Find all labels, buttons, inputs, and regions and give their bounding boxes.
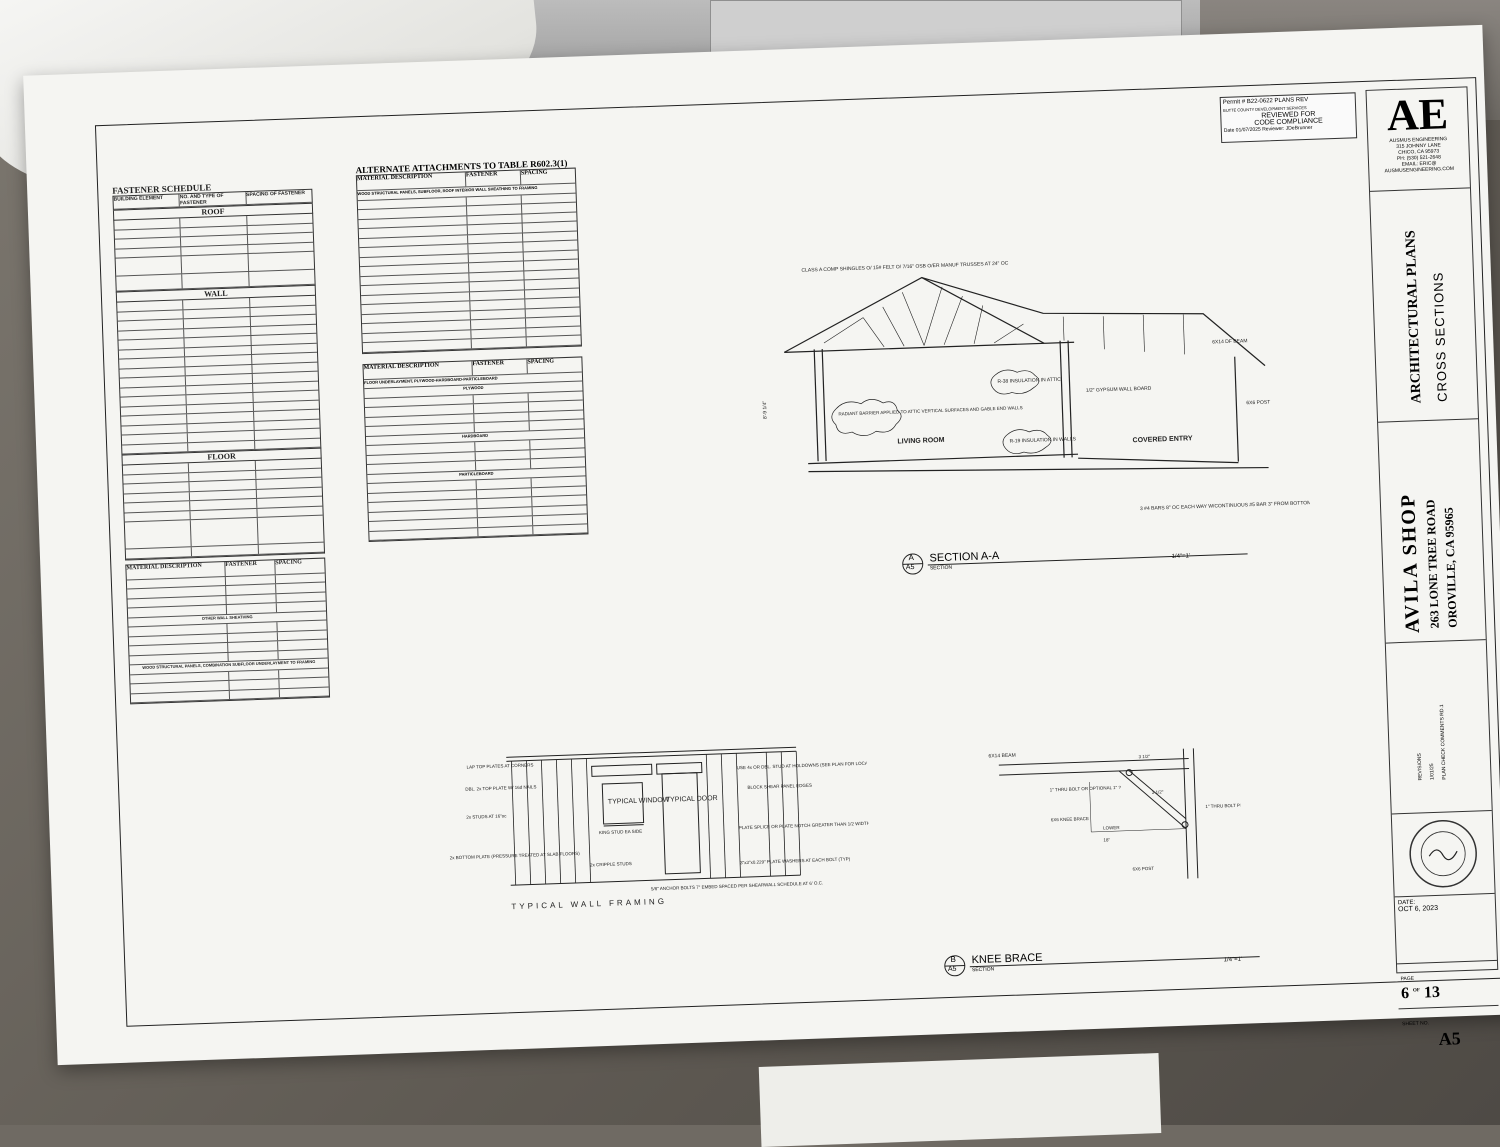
typical-window-label: TYPICAL WINDOW: [608, 797, 670, 806]
living-room-label: LIVING ROOM: [897, 437, 944, 446]
revision-date: 1/01/25: [1429, 763, 1436, 781]
radiant-barrier-note: RADIANT BARRIER APPLIED TO ATTIC VERTICA…: [838, 405, 1022, 416]
knee-dim-side: 3 1/2": [1152, 789, 1164, 794]
lower-col-spacing: SPACING: [275, 558, 302, 566]
col-fastener-spacing: SPACING OF FASTENER: [246, 190, 306, 199]
holdown-note: USE 4x OR DBL. STUD AT HOLDOWNS (SEE PLA…: [737, 760, 872, 770]
project-name: AVILA SHOP: [1397, 492, 1424, 634]
alt-table-top: MATERIAL DESCRIPTION FASTENER SPACING WO…: [355, 167, 582, 354]
knee-brace-sub: SECTION: [971, 966, 995, 974]
typical-wall-framing-drawing: TYPICAL WINDOW TYPICAL DOOR LAP TOP PLAT…: [450, 746, 872, 911]
firm-logo-block: AE AUSMUS ENGINEERING 315 JOHNNY LANE CH…: [1366, 87, 1470, 192]
knee-bolt-note: 1" THRU BOLT OR OPTIONAL 1" ?: [1050, 785, 1122, 793]
section-a-tag-icon: [902, 553, 924, 575]
revisions-header: REVISIONS: [1416, 753, 1424, 781]
sheet-number: A5: [1438, 1028, 1461, 1049]
alt-col-fastener: FASTENER: [465, 170, 522, 187]
page-label: PAGE: [1400, 975, 1415, 983]
alt-table-bottom: MATERIAL DESCRIPTION FASTENER SPACING FL…: [362, 355, 589, 543]
knee-brace-drawing: 6X14 BEAM 1" THRU BOLT OR OPTIONAL 1" ? …: [988, 748, 1243, 879]
typical-door-label: TYPICAL DOOR: [666, 795, 718, 804]
project-block: AVILA SHOP 263 LONE TREE ROAD OROVILLE, …: [1378, 419, 1486, 644]
knee-lower-bolt-note: 1" THRU BOLT PER CROCS AT LOWER END OF B…: [1205, 798, 1243, 809]
sheet-title: CROSS SECTIONS: [1430, 271, 1450, 403]
permit-stamp: Permit # B22-0622 PLANS REV BUTTE COUNTY…: [1219, 92, 1358, 144]
col-fastener-type: NO. AND TYPE OF FASTENER: [179, 192, 247, 207]
cripple-note: 2x CRIPPLE STUDS: [590, 861, 632, 867]
page-block: PAGE 6 OF 13: [1397, 960, 1499, 1010]
fastener-schedule: FASTENER SCHEDULE BUILDING ELEMENT NO. A…: [112, 179, 331, 705]
alternate-attachments: ALTERNATE ATTACHMENTS TO TABLE R602.3(1)…: [355, 158, 589, 543]
knee-tag-bottom: A5: [947, 965, 957, 974]
section-a-title: A A5 SECTION A-A SECTION 1/4"=1': [901, 541, 1261, 575]
knee-tag-top: B: [950, 954, 957, 964]
alt-col-fastener-2: FASTENER: [472, 358, 528, 375]
title-block: AE AUSMUS ENGINEERING 315 JOHNNY LANE CH…: [1365, 86, 1499, 1049]
roof-rows: [113, 213, 316, 293]
discipline-title: ARCHITECTURAL PLANS: [1403, 230, 1425, 404]
wall-height: 8'-9 1/4": [762, 400, 769, 419]
knee-brace-tag-icon: [944, 955, 966, 977]
project-city: OROVILLE, CA 95965: [1441, 507, 1460, 628]
page-total: 13: [1423, 983, 1441, 1002]
date-value: OCT 6, 2023: [1397, 904, 1439, 914]
wall-rows: [116, 295, 322, 456]
anchor-bolt-note: 5/8" ANCHOR BOLTS 7" EMBED SPACED PER SH…: [651, 880, 823, 891]
sheet-number-label: SHEET NO.: [1402, 1020, 1430, 1028]
floor-rows: [121, 458, 326, 561]
covered-entry-label: COVERED ENTRY: [1132, 435, 1193, 444]
top-plates-note: LAP TOP PLATES AT CORNERS: [466, 762, 533, 769]
firm-web: AUSMUSENGINEERING.COM: [1384, 165, 1455, 175]
engineer-seal-block: [1391, 810, 1495, 898]
shingles-note: CLASS A COMP SHINGLES O/ 15# FELT O/ 7/1…: [801, 261, 1008, 274]
drawing-sheet: Permit # B22-0622 PLANS REV BUTTE COUNTY…: [23, 24, 1500, 1066]
double-plate-note: DBL. 2x TOP PLATE W/ 16d NAILS: [465, 784, 536, 791]
date-block: DATE: OCT 6, 2023: [1394, 893, 1497, 965]
typical-framing-title: TYPICAL WALL FRAMING: [511, 897, 667, 911]
col-building-element: BUILDING ELEMENT: [113, 194, 181, 209]
lower-col-fastener: FASTENER: [225, 559, 276, 576]
revisions-block: REVISIONS 1/01/25 PLAN CHECK COMMENTS RD…: [1385, 640, 1492, 815]
sheet-border: Permit # B22-0622 PLANS REV BUTTE COUNTY…: [94, 77, 1500, 1049]
firm-logo: AE: [1385, 89, 1449, 141]
of-label: OF: [1412, 988, 1420, 994]
knee-dim-18: 18": [1103, 837, 1110, 842]
rebar-note: 3 #4 BARS 8" OC EACH WAY W/CONTINUOUS #5…: [1140, 500, 1310, 512]
post-note: 6X6 POST: [1246, 399, 1270, 406]
sheet-number-block: SHEET NO. A5: [1399, 1006, 1500, 1054]
washers-note: 3"x3"x0.229" PLATE WASHERS AT EACH BOLT …: [740, 856, 851, 865]
gypsum-note: 1/2" GYPSUM WALL BOARD: [1086, 386, 1152, 394]
lower-table: MATERIAL DESCRIPTION FASTENER SPACING OT…: [125, 557, 331, 705]
king-stud-note: KING STUD EA SIDE: [599, 829, 642, 836]
engineer-seal: [1409, 819, 1477, 888]
block-note: BLOCK SHEAR PANEL EDGES: [747, 783, 812, 790]
splice-note: PLATE SPLICE OR PLATE NOTCH GREATER THAN…: [739, 821, 870, 831]
knee-post-note: 6X6 POST: [1132, 866, 1154, 872]
sheet-title-block: ARCHITECTURAL PLANS CROSS SECTIONS: [1370, 188, 1479, 423]
alt-col-spacing: SPACING: [520, 169, 548, 177]
page-number: 6: [1400, 984, 1410, 1003]
studs-note: 2x STUDS AT 16"oc: [466, 813, 507, 819]
beam-note: 6X14 DF BEAM: [1212, 338, 1247, 345]
section-a-drawing: CLASS A COMP SHINGLES O/ 15# FELT O/ 7/1…: [762, 261, 1310, 513]
r19-note: R-19 INSULATION IN WALLS: [1009, 436, 1076, 444]
alt-col-spacing-2: SPACING: [527, 357, 555, 365]
bottom-plate-note: 2x BOTTOM PLATE (PRESSURE TREATED AT SLA…: [450, 851, 581, 861]
paper-stack: [758, 1053, 1162, 1147]
section-a-sub: SECTION: [929, 564, 953, 572]
section-a-tag-bottom: A5: [905, 563, 915, 572]
knee-beam-note: 6X14 BEAM: [988, 753, 1015, 760]
revision-description: PLAN CHECK COMMENTS RD.1: [1438, 704, 1448, 780]
knee-brace-note: 6X6 KNEE BRACE: [1051, 816, 1089, 822]
knee-brace-title: B A5 KNEE BRACE SECTION 1/4"=1': [943, 944, 1273, 977]
knee-dim-top: 3 1/2": [1139, 754, 1151, 759]
r38-note: R-38 INSULATION IN ATTIC: [997, 377, 1061, 385]
section-a-tag-top: A: [908, 552, 915, 563]
knee-dim-lower: LOWER: [1103, 825, 1120, 831]
